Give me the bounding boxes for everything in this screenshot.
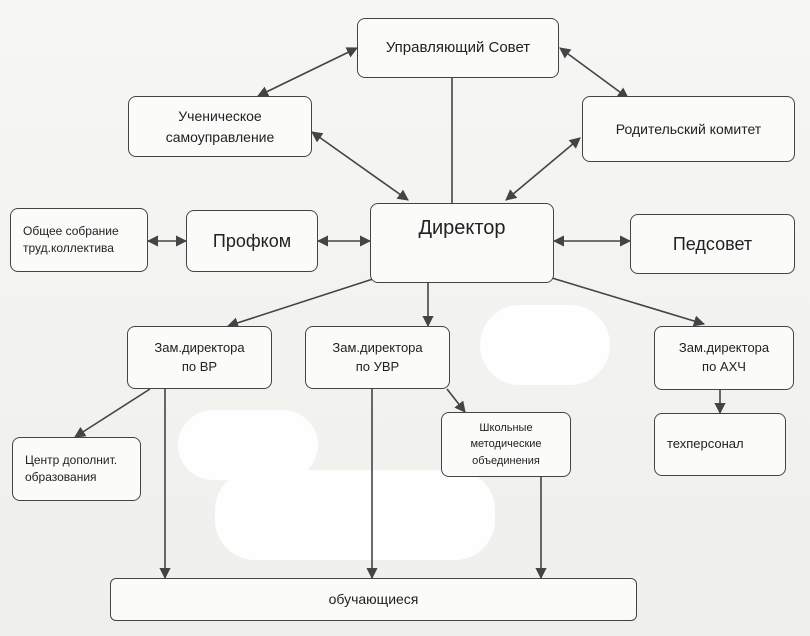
node-student-gov-label: Ученическое самоуправление: [165, 108, 275, 145]
node-tech-staff: техперсонал: [654, 413, 786, 476]
arrow-council-parents: [559, 47, 629, 99]
arrow-deputy-vr-extra: [74, 388, 151, 438]
node-deputy-uvr: Зам.директора по УВР: [305, 326, 450, 389]
arrow-director-deputy-ahch: [551, 277, 706, 327]
node-council-label: Управляющий Совет: [385, 39, 531, 57]
node-deputy-vr-label: Зам.директора по ВР: [154, 339, 245, 374]
node-extra-edu-label: Центр дополнит. образования: [25, 452, 118, 484]
node-general-meeting: Общее собрание труд.коллектива: [10, 208, 148, 272]
arrow-council-studentgov: [256, 47, 359, 97]
node-student-gov: Ученическое самоуправление: [128, 96, 312, 157]
arrow-director-deputy-vr: [226, 277, 377, 329]
node-deputy-ahch: Зам.директора по АХЧ: [654, 326, 794, 390]
arrow-parents-director: [505, 137, 581, 201]
node-parents-label: Родительский комитет: [615, 120, 762, 137]
node-parents: Родительский комитет: [582, 96, 795, 162]
arrow-studentgov-director: [311, 131, 409, 201]
node-tech-staff-label: техперсонал: [667, 436, 744, 452]
node-union-label: Профком: [212, 230, 292, 251]
node-deputy-vr: Зам.директора по ВР: [127, 326, 272, 389]
node-extra-edu: Центр дополнит. образования: [12, 437, 141, 501]
node-deputy-uvr-label: Зам.директора по УВР: [332, 339, 423, 374]
node-students: обучающиеся: [110, 578, 637, 621]
node-council: Управляющий Совет: [357, 18, 559, 78]
node-deputy-ahch-label: Зам.директора по АХЧ: [678, 340, 770, 374]
arrow-deputy-uvr-method: [446, 388, 466, 413]
node-students-label: обучающиеся: [328, 591, 419, 608]
scan-smudge: [178, 410, 318, 480]
node-method-unions-label: Школьные методические объединения: [470, 421, 542, 467]
node-teachers-council: Педсовет: [630, 214, 795, 274]
node-teachers-council-label: Педсовет: [672, 233, 753, 254]
node-director-label: Директор: [418, 217, 506, 239]
node-general-meeting-label: Общее собрание труд.коллектива: [23, 223, 119, 255]
node-director: Директор: [370, 203, 554, 283]
node-method-unions: Школьные методические объединения: [441, 412, 571, 477]
node-union: Профком: [186, 210, 318, 272]
scan-smudge: [215, 470, 495, 560]
scan-smudge: [480, 305, 610, 385]
